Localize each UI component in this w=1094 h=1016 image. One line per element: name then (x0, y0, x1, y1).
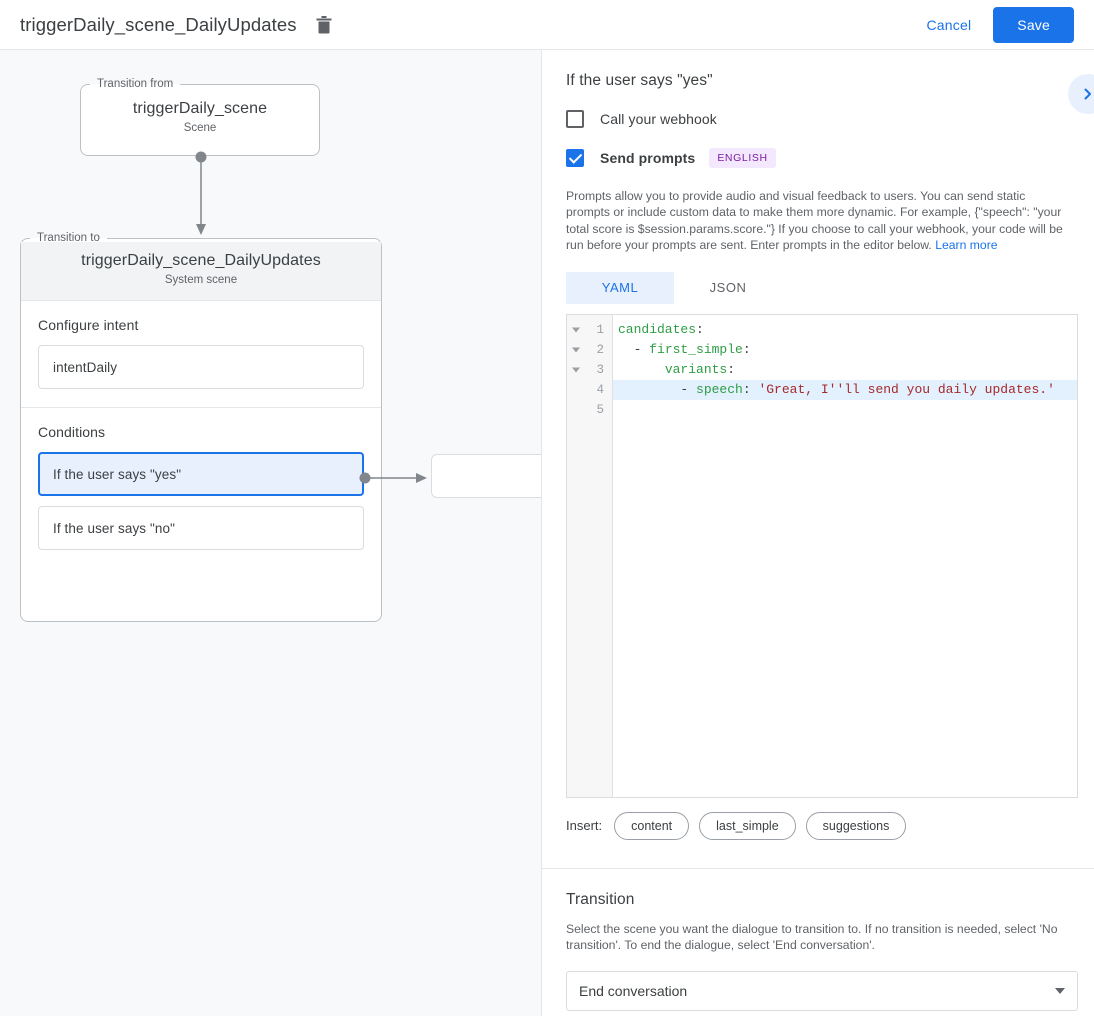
prompts-description-text: Prompts allow you to provide audio and v… (566, 189, 1063, 253)
line-number: 5 (596, 402, 604, 417)
insert-row: Insert: content last_simple suggestions (566, 811, 1070, 840)
code-line: variants: (613, 360, 1077, 380)
call-webhook-checkbox[interactable] (566, 110, 584, 128)
trash-icon (316, 15, 332, 33)
webhook-checkbox-row[interactable]: Call your webhook (566, 110, 1070, 128)
transition-description: Select the scene you want the dialogue t… (566, 921, 1058, 953)
code-token: 'Great, I''ll send you daily updates.' (758, 381, 1055, 397)
insert-chip-content[interactable]: content (614, 811, 690, 840)
code-token: - (618, 341, 650, 357)
intent-card[interactable]: intentDaily (38, 345, 364, 389)
insert-label: Insert: (566, 818, 603, 834)
page-title: triggerDaily_scene_DailyUpdates (20, 13, 297, 35)
line-number: 2 (596, 342, 604, 357)
code-line: candidates: (613, 320, 1077, 340)
gutter-line: 3 (567, 360, 612, 380)
delete-button[interactable] (311, 12, 337, 38)
section-divider (542, 867, 1094, 869)
linked-target-node[interactable] (431, 454, 541, 498)
gutter-line: 4 (567, 380, 612, 400)
fold-toggle-icon[interactable] (572, 327, 580, 333)
format-tabs: YAML JSON (566, 271, 1070, 304)
code-line (613, 400, 1077, 420)
condition-card-no[interactable]: If the user says "no" (38, 506, 364, 550)
language-badge: ENGLISH (709, 148, 776, 168)
cancel-button[interactable]: Cancel (913, 9, 986, 41)
transition-to-legend: Transition to (37, 232, 100, 244)
code-token (618, 362, 665, 377)
code-token: variants (664, 361, 728, 377)
tab-json[interactable]: JSON (674, 272, 782, 304)
code-line: - speech: 'Great, I''ll send you daily u… (613, 379, 1077, 400)
call-webhook-label: Call your webhook (600, 111, 717, 127)
fold-toggle-icon[interactable] (572, 347, 580, 353)
code-token: candidates (618, 321, 697, 337)
send-prompts-label: Send prompts (600, 150, 696, 166)
transition-to-header: triggerDaily_scene_DailyUpdates System s… (21, 242, 381, 300)
code-token: - (618, 381, 697, 397)
collapse-panel-button[interactable] (1068, 74, 1094, 114)
send-prompts-checkbox-row[interactable]: Send prompts ENGLISH (566, 148, 1070, 168)
transition-target-select[interactable]: End conversation (566, 971, 1078, 1012)
transition-to-title: triggerDaily_scene_DailyUpdates (81, 252, 321, 269)
send-prompts-checkbox[interactable] (566, 149, 584, 167)
flow-arrow-down (195, 151, 207, 235)
insert-chip-last-simple[interactable]: last_simple (699, 811, 796, 840)
chevron-right-icon (1084, 88, 1091, 100)
configure-intent-label: Configure intent (38, 317, 139, 333)
code-token: : (727, 361, 736, 377)
details-panel: If the user says "yes" Call your webhook… (542, 50, 1094, 1016)
code-token: : (742, 341, 751, 357)
editor-gutter: 1 2 3 4 5 (567, 314, 613, 797)
prompt-code-editor[interactable]: 1 2 3 4 5 candidates: - first_simple: va… (566, 313, 1078, 798)
panel-heading: If the user says "yes" (566, 72, 713, 89)
gutter-line: 1 (567, 320, 612, 340)
code-line: - first_simple: (613, 340, 1077, 360)
transition-from-legend: Transition from (97, 78, 174, 90)
transition-to-subtitle: System scene (164, 274, 238, 286)
code-token: : (742, 381, 759, 397)
transition-to-node[interactable]: Transition to triggerDaily_scene_DailyUp… (20, 232, 382, 622)
transition-from-subtitle: Scene (183, 122, 217, 134)
save-button[interactable]: Save (993, 6, 1074, 43)
condition-card-yes[interactable]: If the user says "yes" (38, 452, 364, 496)
transition-target-value: End conversation (579, 983, 688, 1000)
transition-section: Transition Select the scene you want the… (542, 869, 1094, 1012)
gutter-line: 2 (567, 340, 612, 360)
conditions-label: Conditions (38, 424, 106, 440)
top-bar: triggerDaily_scene_DailyUpdates Cancel S… (0, 0, 1094, 50)
transition-from-title: triggerDaily_scene (132, 100, 268, 117)
line-number: 1 (596, 322, 604, 337)
code-token: first_simple (649, 341, 743, 357)
learn-more-link[interactable]: Learn more (935, 238, 998, 253)
transition-heading: Transition (566, 890, 635, 908)
code-token: speech (696, 381, 743, 397)
fold-toggle-icon[interactable] (572, 367, 580, 373)
conditions-section: Conditions If the user says "yes" If the… (21, 407, 381, 568)
line-number: 3 (596, 362, 604, 377)
flow-canvas[interactable]: Transition from triggerDaily_scene Scene… (0, 50, 541, 1016)
configure-intent-section: Configure intent intentDaily (21, 300, 381, 407)
code-token: : (696, 321, 704, 337)
canvas-panel-divider (541, 50, 542, 1016)
line-number: 4 (596, 382, 604, 397)
chevron-down-icon (1055, 988, 1065, 995)
insert-chip-suggestions[interactable]: suggestions (805, 811, 907, 840)
flow-edge-right (359, 472, 427, 484)
editor-code-area[interactable]: candidates: - first_simple: variants: - … (613, 315, 1077, 797)
transition-from-node[interactable]: Transition from triggerDaily_scene Scene (80, 78, 320, 156)
tab-yaml[interactable]: YAML (566, 271, 674, 304)
prompts-section: If the user says "yes" Call your webhook… (542, 50, 1094, 869)
prompts-description: Prompts allow you to provide audio and v… (566, 188, 1070, 254)
gutter-line: 5 (567, 400, 612, 420)
